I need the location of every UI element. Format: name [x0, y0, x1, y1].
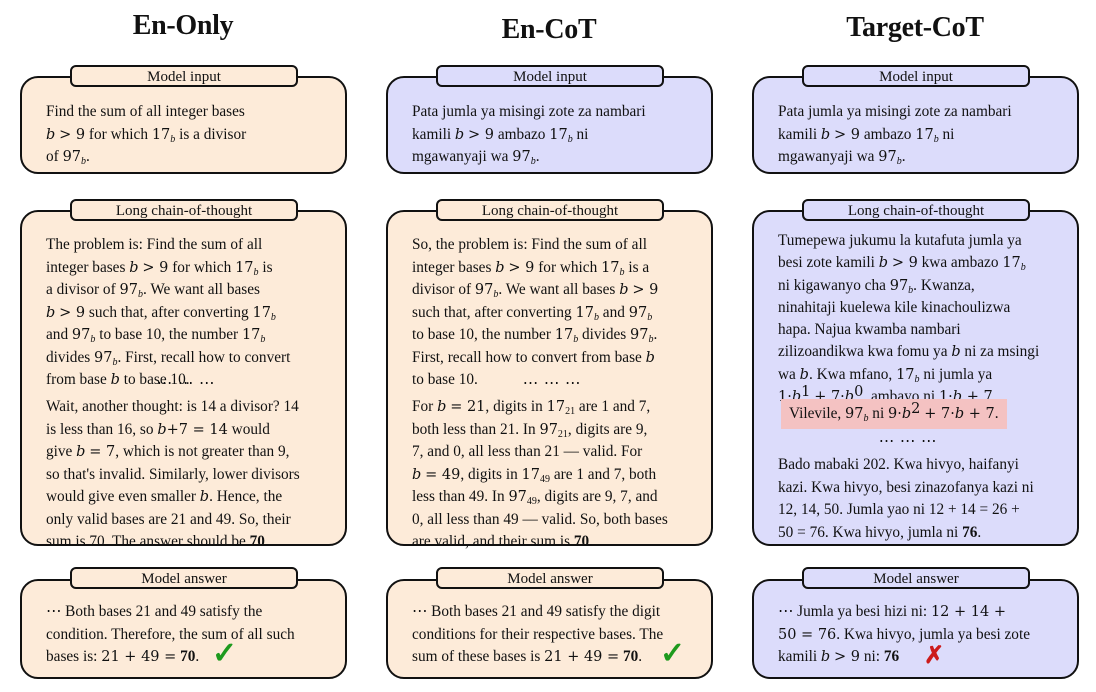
en-only-answer-box: [20, 579, 347, 679]
en-cot-cot-box: [386, 210, 713, 546]
target-cot-input-label: Model input: [802, 65, 1030, 87]
en-only-cot-label: Long chain-of-thought: [70, 199, 298, 221]
en-cot-ellipsis: ⋯ ⋯ ⋯: [522, 375, 582, 392]
en-only-input-label: Model input: [70, 65, 298, 87]
en-only-cot-text-b: Wait, another thought: is 14 a divisor? …: [46, 398, 300, 550]
en-cot-answer-label: Model answer: [436, 567, 664, 589]
en-only-answer-label: Model answer: [70, 567, 298, 589]
en-cot-input-box: [386, 76, 713, 174]
en-cot-cot-label: Long chain-of-thought: [436, 199, 664, 221]
target-cot-cot-text-b: Bado mabaki 202. Kwa hivyo, haifanyi kaz…: [778, 456, 1034, 541]
en-cot-cot-text-a: So, the problem is: Find the sum of all …: [412, 236, 659, 388]
target-cot-cot-text-a: Tumepewa jukumu la kutafuta jumla ya bes…: [778, 232, 1040, 406]
column-title-en-only: En-Only: [132, 10, 234, 41]
column-title-target-cot: Target-CoT: [846, 12, 984, 43]
en-only-ellipsis: ⋯ ⋯ ⋯: [156, 375, 216, 392]
en-cot-input-label: Model input: [436, 65, 664, 87]
target-cot-cot-label: Long chain-of-thought: [802, 199, 1030, 221]
en-only-input-text: Find the sum of all integer bases b > 9 …: [46, 103, 247, 167]
en-only-cot-box: [20, 210, 347, 546]
incorrect-cross-icon: ✗: [924, 643, 945, 669]
target-cot-input-box: [752, 76, 1079, 174]
correct-check-icon: ✓: [212, 637, 238, 670]
error-highlight: Vilevile, 97b ni 9·b2 + 7·b + 7.: [781, 399, 1007, 429]
target-cot-answer-label: Model answer: [802, 567, 1030, 589]
en-cot-input-text: Pata jumla ya misingi zote za nambari ka…: [412, 103, 646, 167]
en-cot-cot-text-b: For b = 21, digits in 1721 are 1 and 7, …: [412, 398, 668, 550]
en-cot-answer-text: ⋯ Both bases 21 and 49 satisfy the digit…: [412, 603, 664, 665]
target-cot-answer-text: ⋯ Jumla ya besi hizi ni: 12 + 14 + 50 = …: [778, 603, 1030, 665]
column-title-en-cot: En-CoT: [501, 14, 597, 45]
correct-check-icon: ✓: [660, 637, 686, 670]
en-only-cot-text-a: The problem is: Find the sum of all inte…: [46, 236, 291, 388]
target-cot-ellipsis: ⋯ ⋯ ⋯: [878, 433, 938, 450]
en-only-answer-text: ⋯ Both bases 21 and 49 satisfy the condi…: [46, 603, 295, 665]
target-cot-input-text: Pata jumla ya misingi zote za nambari ka…: [778, 103, 1012, 167]
